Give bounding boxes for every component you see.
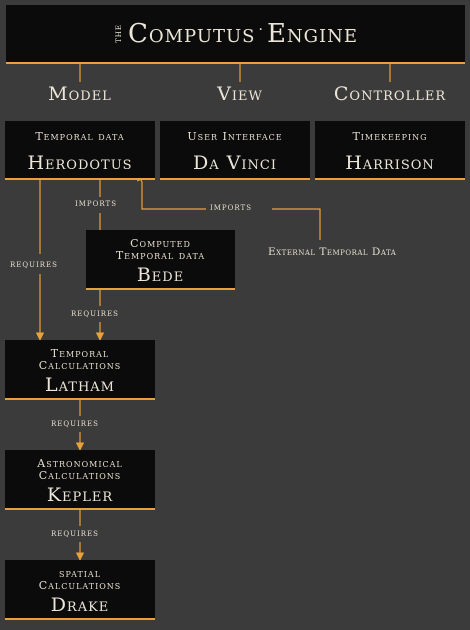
node-davinci: User Interface Da Vinci [160,121,310,180]
node-harrison-subtitle: Timekeeping [352,130,428,143]
node-kepler: Astronomical Calculations Kepler [5,450,155,510]
node-herodotus-subtitle: Temporal data [35,130,125,143]
node-bede-subtitle-1: Computed [130,237,191,250]
node-drake: spatial Calculations Drake [5,560,155,620]
node-herodotus: Temporal data Herodotus [5,121,155,180]
title-word-computus: Computus [127,18,256,49]
node-herodotus-name: Herodotus [27,152,133,174]
section-model: Model [48,83,112,105]
node-harrison: Timekeeping Harrison [315,121,465,180]
title-word-engine: Engine [266,18,359,49]
node-latham: Temporal Calculations Latham [5,340,155,400]
node-kepler-name: Kepler [46,484,114,506]
node-kepler-subtitle-2: Calculations [38,469,122,482]
node-bede-subtitle-2: Temporal data [115,249,206,262]
title-banner: the Computus · Engine [6,5,465,64]
external-temporal-data: External Temporal Data [268,246,397,258]
edge-label-kepler-requires: requires [51,528,99,539]
node-davinci-name: Da Vinci [193,152,277,174]
node-harrison-name: Harrison [345,152,435,174]
node-davinci-subtitle: User Interface [187,130,283,143]
section-view: View [217,83,263,105]
title-separator: · [258,21,264,38]
node-latham-name: Latham [44,374,115,396]
edge-label-herodotus-requires: requires [10,259,58,270]
node-bede-name: Bede [136,264,185,286]
edge-label-bede-requires: requires [71,308,119,319]
edge-label-external-imports: imports [210,202,252,213]
edge-label-bede-imports: imports [75,198,117,209]
node-kepler-subtitle-1: Astronomical [37,457,123,470]
node-drake-subtitle-2: Calculations [38,579,122,592]
edge-label-latham-requires: requires [51,418,99,429]
node-latham-subtitle-1: Temporal [50,347,110,360]
section-controller: Controller [333,83,447,105]
page-title: the Computus · Engine [6,5,465,62]
node-latham-subtitle-2: Calculations [38,359,122,372]
node-drake-name: Drake [50,594,110,616]
node-bede: Computed Temporal data Bede [86,230,235,290]
external-imports-line [272,208,321,240]
title-prefix: the [112,24,124,43]
node-drake-subtitle-1: spatial [58,567,102,580]
